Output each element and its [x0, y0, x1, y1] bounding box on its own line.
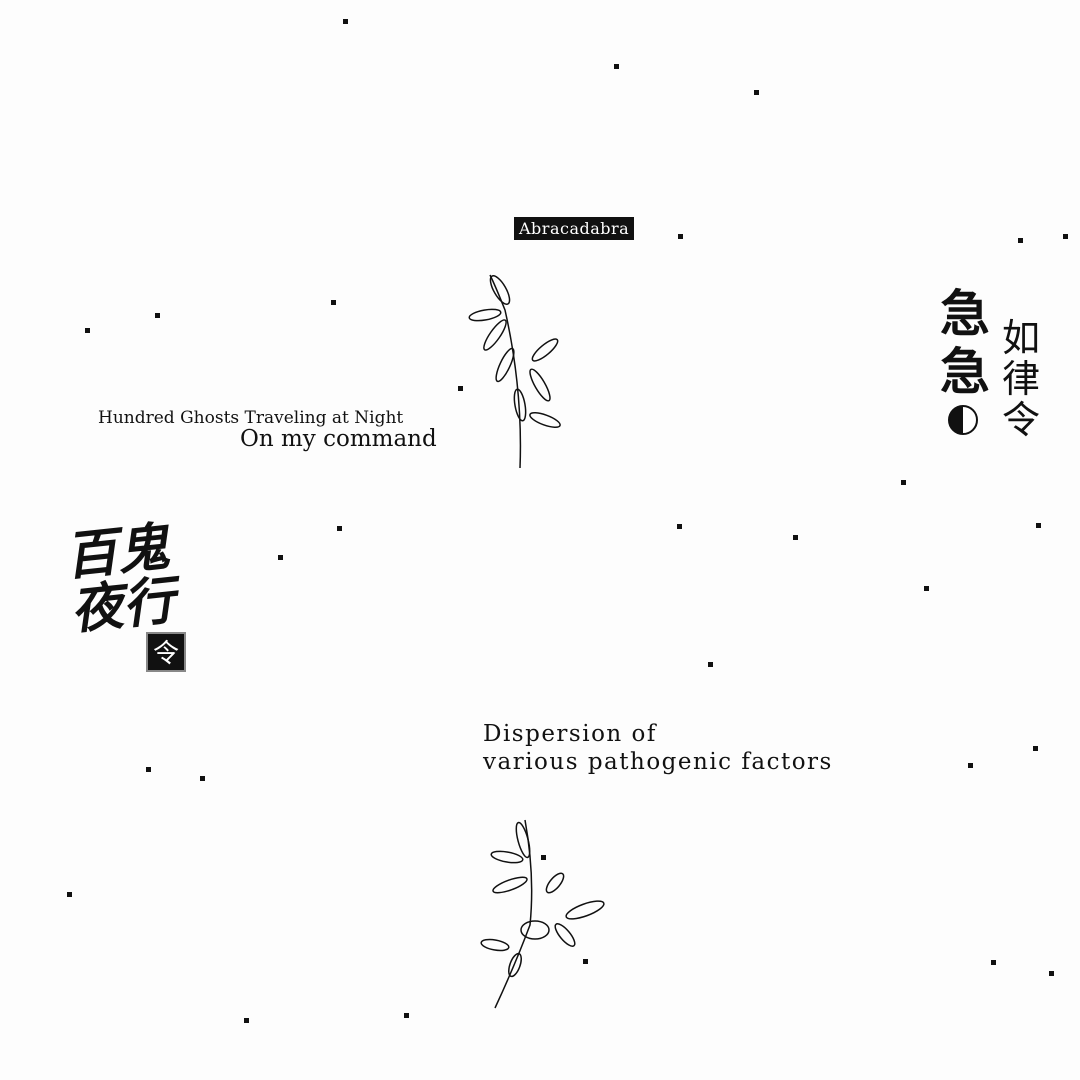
dot [754, 90, 759, 95]
dot [991, 960, 996, 965]
abracadabra-badge: Abracadabra [514, 217, 635, 240]
right-calligraphy-col2: 如律令 [1002, 316, 1041, 442]
dot [343, 19, 348, 24]
leaf-branch-icon [468, 274, 561, 469]
dot [85, 328, 90, 333]
dot [901, 480, 906, 485]
dot [541, 855, 546, 860]
dot [708, 662, 713, 667]
dot [793, 535, 798, 540]
left-calligraphy: 百鬼夜行 [62, 516, 178, 642]
dot [458, 386, 463, 391]
dot [155, 313, 160, 318]
dot [968, 763, 973, 768]
dot [924, 586, 929, 591]
caption-line-1: Dispersion of [483, 721, 657, 747]
seal-stamp: 令 [146, 632, 186, 672]
dot [677, 524, 682, 529]
dot [337, 526, 342, 531]
caption: Dispersion of various pathogenic factors [483, 720, 833, 776]
dot [200, 776, 205, 781]
dot [244, 1018, 249, 1023]
right-calligraphy-col1: 急急 [940, 284, 990, 401]
dot [583, 959, 588, 964]
dot [614, 64, 619, 69]
title: On my command [240, 426, 437, 452]
dot [1049, 971, 1054, 976]
dot [1036, 523, 1041, 528]
dot [1033, 746, 1038, 751]
caption-line-2: various pathogenic factors [483, 749, 833, 775]
dot [1063, 234, 1068, 239]
dot [678, 234, 683, 239]
dot [404, 1013, 409, 1018]
dot [331, 300, 336, 305]
subtitle: Hundred Ghosts Traveling at Night [98, 408, 404, 428]
yin-yang-icon [948, 405, 978, 435]
flower-branch-icon [480, 819, 605, 1009]
dot [67, 892, 72, 897]
dot [1018, 238, 1023, 243]
dot [146, 767, 151, 772]
dot [278, 555, 283, 560]
